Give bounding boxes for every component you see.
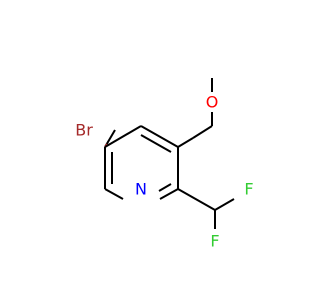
bond-c2-cf2: [177, 188, 216, 211]
bond-c4-c3-inner: [140, 134, 172, 153]
bond-n-c6: [104, 188, 124, 200]
atom-fluorine-upper: F: [244, 180, 253, 199]
bond-c2-n-inner: [158, 183, 172, 192]
bond-c3-o: [177, 137, 194, 148]
atom-fluorine-lower: F: [210, 232, 219, 251]
bond-c5-c4: [104, 125, 142, 148]
bond-lines: [104, 78, 235, 229]
bond-c4-c3: [140, 125, 179, 148]
molecule-structure: Br O N F F: [75, 78, 254, 251]
bond-cf2-f-upper: [214, 198, 235, 211]
bond-o-c3-link: [192, 125, 213, 139]
bond-c2-n: [159, 188, 179, 200]
atom-bromine: Br: [75, 121, 93, 140]
atom-nitrogen: N: [135, 180, 147, 199]
atom-oxygen: O: [206, 93, 219, 112]
